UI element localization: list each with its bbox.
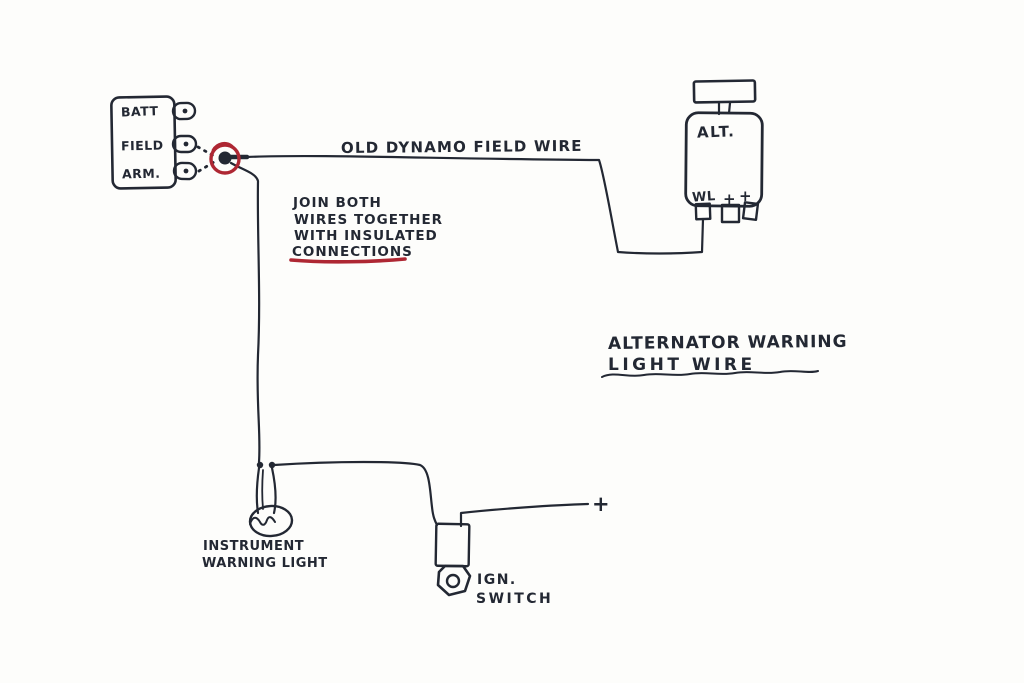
- alternator-name: ALT.: [697, 122, 736, 141]
- wire-bulb-to-switch: [272, 460, 439, 527]
- terminal-arm-lug: [172, 161, 198, 181]
- terminal-field-dot: [183, 141, 189, 147]
- bulb-neck-right: [270, 466, 277, 515]
- terminal-arm-dot: [183, 168, 189, 174]
- alternator-plug-lead-2: [727, 101, 732, 115]
- control-box-label-arm: ARM.: [122, 166, 161, 182]
- junction-red-circle: [209, 143, 241, 175]
- join-note-line-1: JOIN BOTH: [292, 195, 382, 211]
- wire-switch-to-positive: [459, 502, 590, 528]
- alt-terminal-label-wl: WL: [692, 189, 717, 206]
- junction-dot: [218, 151, 232, 165]
- labels: BATT FIELD ARM. OLD DYNAMO FIELD WIRE JO…: [121, 103, 848, 607]
- bulb-terminal-dot-left: [256, 461, 264, 469]
- instrument-light-label-line-2: WARNING LIGHT: [202, 556, 328, 571]
- alt-lug-plus-1: [720, 203, 741, 224]
- ring-terminal-hole: [445, 573, 461, 589]
- control-box: [110, 95, 177, 190]
- ignition-switch-label-line-1: IGN.: [477, 572, 517, 588]
- ink-dots: [182, 108, 276, 469]
- terminal-field-lug: [171, 134, 198, 154]
- bulb-filament: [249, 516, 276, 526]
- terminal-batt-dot: [182, 108, 188, 114]
- instrument-light-label-line-1: INSTRUMENT: [203, 539, 304, 554]
- warning-wire-note-line-2: LIGHT WIRE: [608, 355, 756, 375]
- bulb-terminal-dot-right: [268, 461, 276, 469]
- alternator-plug: [692, 79, 757, 104]
- connections-red-underline: [289, 257, 407, 264]
- alt-terminal-label-plus-2: +: [739, 187, 752, 205]
- ignition-switch-label-line-2: SWITCH: [476, 591, 553, 607]
- wire-junction-to-bulb: [229, 161, 261, 464]
- warning-wire-wavy-underline: [601, 370, 819, 378]
- wire-old-dynamo-field: [245, 154, 705, 255]
- control-box-label-batt: BATT: [121, 103, 159, 119]
- alt-lug-wl: [694, 202, 712, 221]
- bulb-lead-inner: [261, 469, 264, 510]
- join-note-line-2: WIRES TOGETHER: [294, 212, 443, 228]
- red-ink: [209, 141, 407, 264]
- control-box-label-field: FIELD: [121, 138, 164, 154]
- junction-red-circle-overlap: [211, 141, 234, 152]
- join-note-line-4: CONNECTIONS: [292, 244, 413, 260]
- battery-positive-symbol: +: [592, 492, 610, 516]
- wavy-underline-group: [601, 370, 819, 378]
- terminal-batt-lug: [171, 101, 197, 121]
- warning-wire-note-line-1: ALTERNATOR WARNING: [608, 332, 848, 354]
- alt-terminal-label-plus-1: +: [723, 190, 736, 208]
- ring-terminal: [436, 564, 472, 597]
- field-wire-label: OLD DYNAMO FIELD WIRE: [341, 137, 583, 157]
- join-note-line-3: WITH INSULATED: [294, 228, 438, 244]
- alt-lug-plus-2: [741, 201, 760, 221]
